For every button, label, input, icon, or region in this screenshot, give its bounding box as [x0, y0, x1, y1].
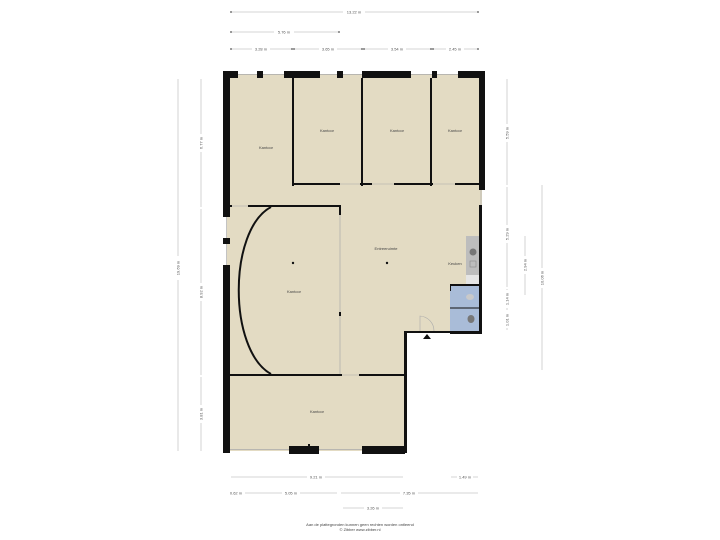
dim-bottom-1: 9.21 m	[310, 475, 323, 480]
dim-right-seg-1: 5.59 m	[505, 126, 510, 139]
floor-area	[227, 74, 482, 451]
dim-top-seg-1: 3.28 m	[255, 47, 268, 52]
footer-disclaimer: Aan de plattegronden kunnen geen rechten…	[306, 522, 414, 527]
dimension-lines-top	[231, 11, 478, 50]
dim-right-seg-4: 1.01 m	[505, 313, 510, 326]
walls	[223, 71, 485, 454]
dimension-lines-right	[506, 79, 543, 370]
dim-top-seg-3: 3.54 m	[391, 47, 404, 52]
dim-top-seg-2: 3.65 m	[322, 47, 335, 52]
dim-bottom-2: 1.49 m	[459, 475, 472, 480]
dim-right-seg-3: 1.14 m	[505, 292, 510, 305]
dim-bottom-5: 7.35 m	[403, 491, 416, 496]
dim-top-seg-4: 2.45 m	[449, 47, 462, 52]
dim-left-seg-1: 6.77 m	[199, 136, 204, 149]
room-label-kantoor-1: Kantoor	[259, 145, 274, 150]
dim-left-seg-2: 8.92 m	[199, 285, 204, 298]
room-label-keuken: Keuken	[448, 261, 462, 266]
dim-bottom-3: 0.62 m	[230, 491, 243, 496]
dim-left-total: 19.69 m	[176, 260, 181, 275]
dim-left-seg-3: 3.81 m	[199, 407, 204, 420]
dimension-lines-bottom	[231, 476, 478, 509]
dim-right-seg-2: 5.29 m	[505, 227, 510, 240]
room-label-entree: Entreeruimte	[375, 246, 399, 251]
dim-top-total: 13.22 m	[347, 10, 362, 15]
dim-bottom-4: 5.05 m	[285, 491, 298, 496]
footer-copyright: © Zibber www.zibber.nl	[339, 527, 381, 532]
toilet-icon	[466, 294, 474, 300]
dim-top-partial: 5.76 m	[278, 30, 291, 35]
room-label-kantoor-6: Kantoor	[310, 409, 325, 414]
room-label-kantoor-4: Kantoor	[448, 128, 463, 133]
room-label-kantoor-3: Kantoor	[390, 128, 405, 133]
entrance-arrow-icon	[423, 334, 431, 339]
room-label-kantoor-2: Kantoor	[320, 128, 335, 133]
doors	[232, 183, 455, 376]
curved-wall	[237, 206, 272, 375]
dimension-lines-left	[177, 79, 202, 451]
dim-right-inner: 2.94 m	[523, 258, 528, 271]
room-label-kantoor-5: Kantoor	[287, 289, 302, 294]
toilet-icon	[467, 315, 475, 323]
stove-icon	[469, 248, 477, 256]
dim-right-total: 10.06 m	[540, 270, 545, 285]
dim-bottom-6: 3.26 m	[367, 506, 380, 511]
sink-icon	[469, 260, 477, 268]
windows	[226, 74, 482, 450]
